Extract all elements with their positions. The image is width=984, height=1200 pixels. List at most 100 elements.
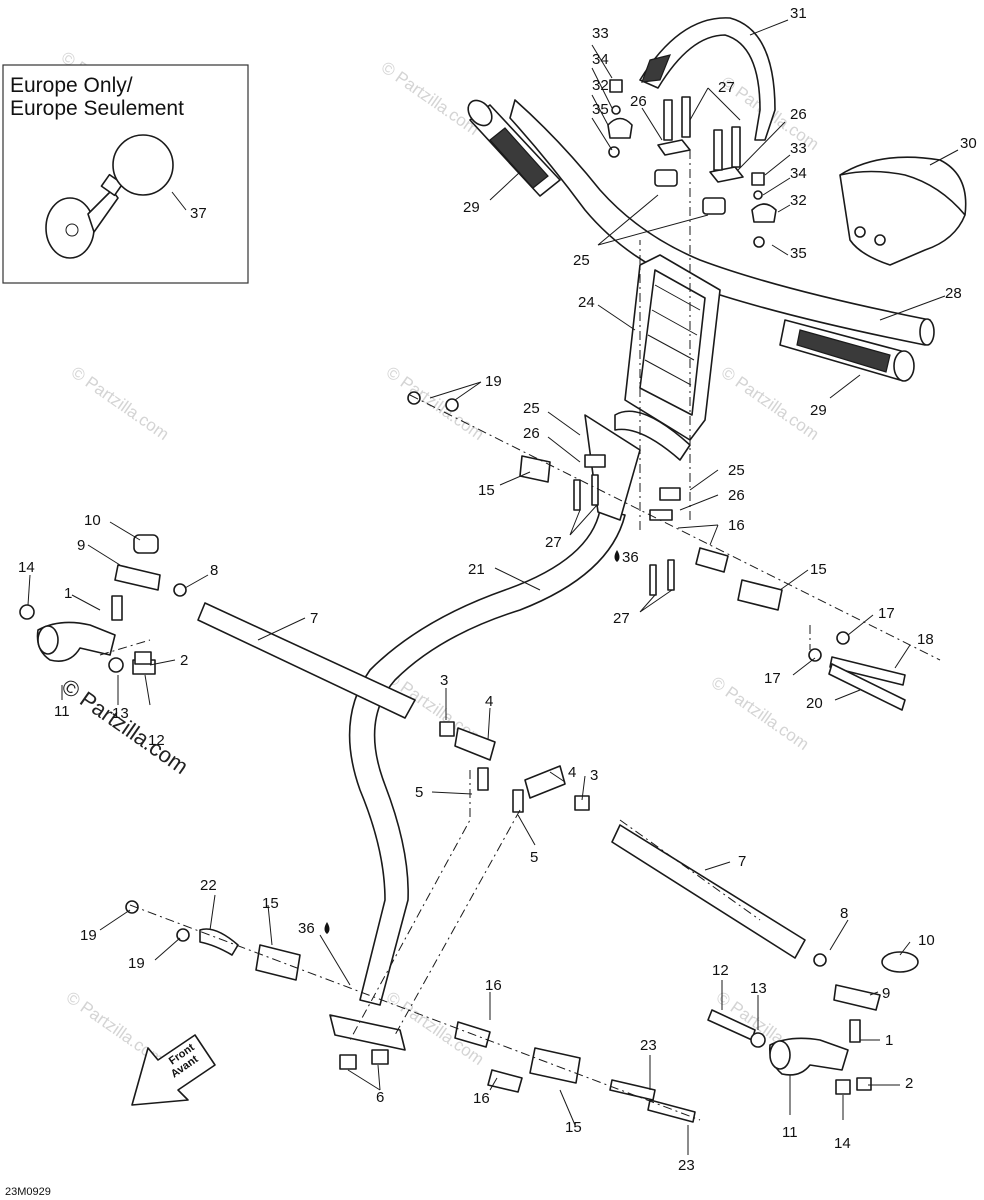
callout-27: 27 bbox=[718, 79, 735, 96]
callout-25: 25 bbox=[728, 462, 745, 479]
leader-lines bbox=[27, 19, 959, 1155]
tie-rod-left bbox=[197, 602, 496, 791]
callout-15: 15 bbox=[565, 1119, 582, 1136]
callout-14: 14 bbox=[18, 559, 35, 576]
callout-26: 26 bbox=[523, 425, 540, 442]
grease-drop-icons bbox=[324, 550, 620, 934]
tie-rod-right bbox=[512, 765, 806, 959]
callout-30: 30 bbox=[960, 135, 977, 152]
callout-25: 25 bbox=[523, 400, 540, 417]
callout-32: 32 bbox=[790, 192, 807, 209]
callout-14: 14 bbox=[834, 1135, 851, 1152]
callout-23: 23 bbox=[678, 1157, 695, 1174]
callout-33: 33 bbox=[592, 25, 609, 42]
callout-34: 34 bbox=[790, 165, 807, 182]
callout-21: 21 bbox=[468, 561, 485, 578]
callout-16: 16 bbox=[473, 1090, 490, 1107]
horn-icon bbox=[45, 134, 174, 259]
callout-23: 23 bbox=[640, 1037, 657, 1054]
center-lines bbox=[99, 150, 941, 1121]
callout-18: 18 bbox=[917, 631, 934, 648]
inset-europe-only: Europe Only/ Europe Seulement 37 bbox=[2, 64, 249, 284]
callout-7: 7 bbox=[310, 610, 318, 627]
callout-32: 32 bbox=[592, 77, 609, 94]
callout-25: 25 bbox=[573, 252, 590, 269]
callout-15: 15 bbox=[478, 482, 495, 499]
callout-27: 27 bbox=[545, 534, 562, 551]
watermark: © Partzilla.com bbox=[718, 363, 823, 444]
callouts: 31 33 34 32 35 27 26 26 33 34 32 35 30 2… bbox=[18, 5, 977, 1174]
callout-9: 9 bbox=[77, 537, 85, 554]
callout-31: 31 bbox=[790, 5, 807, 22]
watermark: © Partzilla.com bbox=[378, 58, 483, 139]
callout-33: 33 bbox=[790, 140, 807, 157]
callout-7: 7 bbox=[738, 853, 746, 870]
callout-15: 15 bbox=[810, 561, 827, 578]
callout-26: 26 bbox=[728, 487, 745, 504]
callout-5: 5 bbox=[415, 784, 423, 801]
callout-17: 17 bbox=[878, 605, 895, 622]
callout-3: 3 bbox=[440, 672, 448, 689]
riser bbox=[614, 254, 721, 461]
callout-12: 12 bbox=[148, 732, 165, 749]
lower-bushings bbox=[125, 900, 696, 1123]
callout-19: 19 bbox=[80, 927, 97, 944]
callout-1: 1 bbox=[64, 585, 72, 602]
watermark: © Partzilla.com bbox=[68, 363, 173, 444]
figure-code: 23M0929 bbox=[5, 1186, 51, 1198]
callout-19: 19 bbox=[128, 955, 145, 972]
callout-22: 22 bbox=[200, 877, 217, 894]
callout-16: 16 bbox=[728, 517, 745, 534]
callout-26: 26 bbox=[630, 93, 647, 110]
callout-11: 11 bbox=[782, 1124, 798, 1141]
clamp-hardware-right bbox=[751, 172, 777, 248]
spindle-arm-left bbox=[19, 534, 187, 675]
callout-4: 4 bbox=[485, 693, 493, 710]
callout-37: 37 bbox=[190, 205, 207, 222]
callout-20: 20 bbox=[806, 695, 823, 712]
front-arrow-icon: Front Avant bbox=[131, 1034, 216, 1106]
inset-title-line1: Europe Only/ bbox=[10, 74, 133, 97]
callout-8: 8 bbox=[210, 562, 218, 579]
callout-4: 4 bbox=[568, 764, 576, 781]
watermark: © Partzilla.com bbox=[708, 673, 813, 754]
watermark-dark: © Partzilla.com bbox=[57, 674, 193, 780]
handlebar bbox=[509, 99, 935, 346]
callout-2: 2 bbox=[180, 652, 188, 669]
callout-29: 29 bbox=[463, 199, 480, 216]
callout-36: 36 bbox=[622, 549, 639, 566]
inset-title-line2: Europe Seulement bbox=[10, 97, 184, 120]
callout-36: 36 bbox=[298, 920, 315, 937]
callout-29: 29 bbox=[810, 402, 827, 419]
callout-17: 17 bbox=[764, 670, 781, 687]
callout-8: 8 bbox=[840, 905, 848, 922]
callout-16: 16 bbox=[485, 977, 502, 994]
callout-28: 28 bbox=[945, 285, 962, 302]
callout-9: 9 bbox=[882, 985, 890, 1002]
handlebar-pad bbox=[839, 156, 967, 266]
clamp-hardware-left bbox=[607, 79, 633, 158]
callout-2: 2 bbox=[905, 1075, 913, 1092]
grip-left bbox=[467, 99, 561, 197]
callout-19: 19 bbox=[485, 373, 502, 390]
grease-drop-icon bbox=[614, 550, 620, 562]
watermark: © Partzilla.com bbox=[383, 363, 488, 444]
strap bbox=[639, 17, 776, 141]
callout-6: 6 bbox=[376, 1089, 384, 1106]
callout-12: 12 bbox=[712, 962, 729, 979]
callout-35: 35 bbox=[790, 245, 807, 262]
upper-clamps bbox=[654, 96, 744, 215]
grease-drop-icon bbox=[324, 922, 330, 934]
callout-15: 15 bbox=[262, 895, 279, 912]
callout-10: 10 bbox=[84, 512, 101, 529]
callout-26: 26 bbox=[790, 106, 807, 123]
callout-24: 24 bbox=[578, 294, 595, 311]
callout-1: 1 bbox=[885, 1032, 893, 1049]
callout-13: 13 bbox=[750, 980, 767, 997]
callout-34: 34 bbox=[592, 51, 609, 68]
grip-right bbox=[779, 319, 915, 382]
spindle-arm-right bbox=[707, 951, 919, 1095]
callout-13: 13 bbox=[112, 705, 129, 722]
callout-5: 5 bbox=[530, 849, 538, 866]
